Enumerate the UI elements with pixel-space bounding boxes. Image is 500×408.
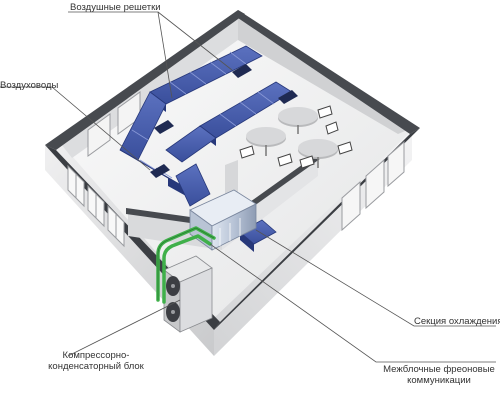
leader-lines [0,11,496,363]
label-ducts: Воздуховоды [0,80,59,91]
right-outer-wall [214,130,412,356]
right-wall-windows [341,140,405,232]
label-condensing-unit: Компрессорно- конденсаторный блок [38,350,154,372]
wall-top-left [45,10,245,150]
label-condensing-unit-line2: конденсаторный блок [48,361,144,372]
label-freon-lines-line1: Межблочные фреоновые [383,364,495,375]
label-freon-lines-line2: коммуникации [407,375,471,386]
left-wall-windows [67,164,125,248]
condensing-unit [163,255,213,333]
label-cooling-section: Секция охлаждения [414,316,500,327]
duct-system [119,45,293,252]
air-grilles [150,64,298,178]
tables-and-chairs [239,105,353,169]
label-freon-lines: Межблочные фреоновые коммуникации [380,364,498,386]
wall-top-right [238,10,420,134]
label-condensing-unit-line1: Компрессорно- [62,350,130,361]
label-air-grilles: Воздушные решетки [70,2,161,13]
